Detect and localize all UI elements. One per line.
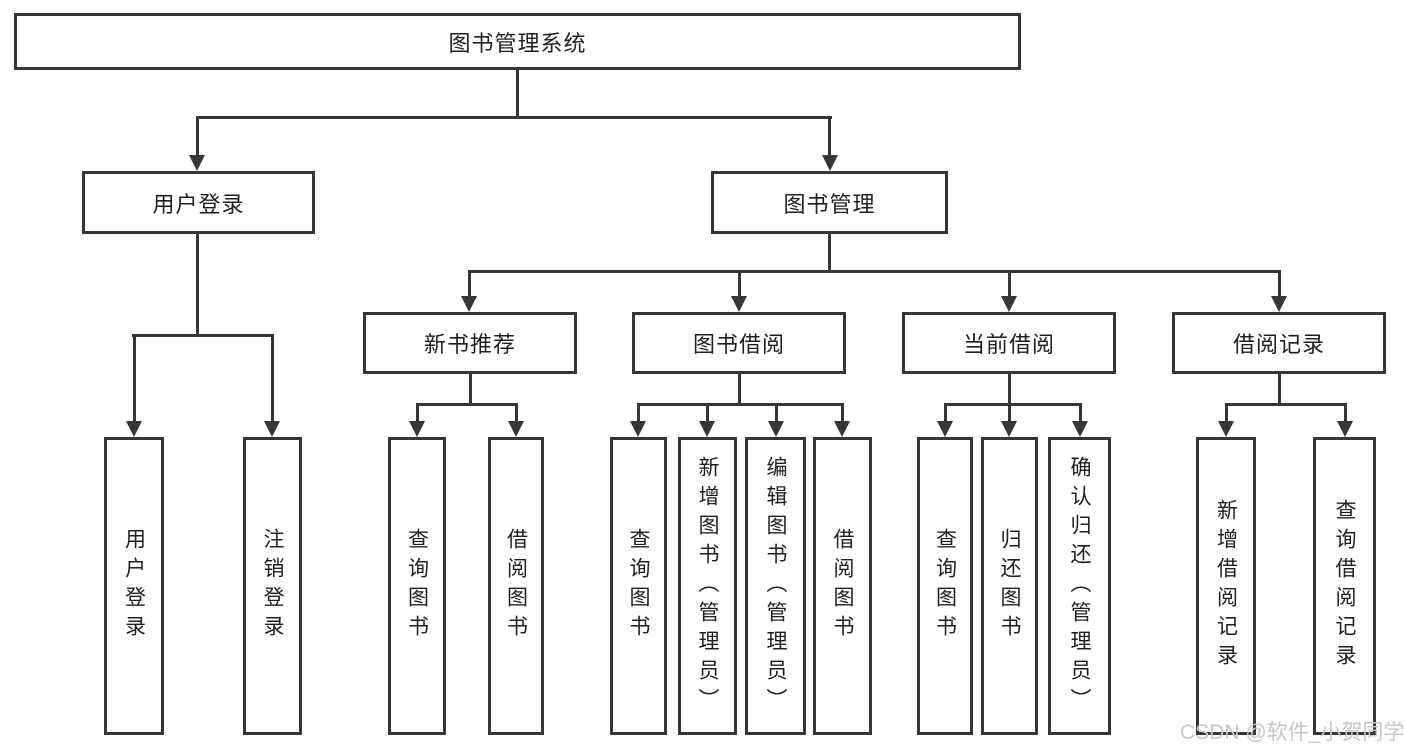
arrow-down-icon [1271,296,1287,312]
connector-line [468,270,1281,273]
connector-line [1225,403,1346,406]
arrow-down-icon [1337,421,1353,437]
arrow-down-icon [731,296,747,312]
leaf-label: 借阅图书 [504,528,528,644]
connector-line [1225,403,1228,422]
node-book-borrowing: 图书借阅 [632,312,846,374]
arrow-down-icon [1001,296,1017,312]
leaf-borrow-books: 借阅图书 [813,437,872,735]
node-user-login: 用户登录 [82,171,315,234]
leaf-add-borrow-record: 新增借阅记录 [1196,437,1256,735]
csdn-watermark: CSDN @软件_小贺同学 [1180,721,1405,744]
connector-line [637,403,640,422]
leaf-label: 查询图书 [405,528,429,644]
connector-line [196,116,832,119]
arrow-down-icon [1072,421,1088,437]
arrow-down-icon [461,296,477,312]
connector-line [196,116,199,156]
leaf-borrow-books-recommend: 借阅图书 [488,437,544,735]
leaf-query-books-recommend: 查询图书 [388,437,446,735]
connector-line [469,373,472,404]
leaf-label: 编辑图书（管理员） [764,455,787,717]
leaf-query-borrow-record: 查询借阅记录 [1313,437,1376,735]
connector-line [775,403,778,422]
leaf-label: 查询图书 [933,528,957,644]
leaf-label: 新增图书（管理员） [696,455,719,717]
leaf-user-login: 用户登录 [104,437,164,735]
leaf-label: 注销登录 [261,528,284,644]
connector-line [828,116,831,156]
leaf-edit-books-admin: 编辑图书（管理员） [745,437,806,735]
leaf-return-books: 归还图书 [981,437,1038,735]
connector-line [1344,403,1347,422]
connector-line [416,403,518,406]
connector-line [1278,270,1281,297]
connector-line [944,403,1081,406]
arrow-down-icon [630,421,646,437]
node-new-book-recommend: 新书推荐 [363,312,577,374]
arrow-down-icon [822,155,838,171]
leaf-add-books-admin: 新增图书（管理员） [678,437,737,735]
node-borrowing-records: 借阅记录 [1172,312,1386,374]
connector-line [515,403,518,422]
arrow-down-icon [768,421,784,437]
arrow-down-icon [508,421,524,437]
connector-line [637,403,844,406]
connector-line [132,334,274,337]
connector-line [841,403,844,422]
arrow-down-icon [409,421,425,437]
leaf-label: 确认归还（管理员） [1068,455,1091,717]
leaf-label: 查询借阅记录 [1333,499,1356,673]
arrow-down-icon [1218,421,1234,437]
arrow-down-icon [126,421,142,437]
node-root-library-system: 图书管理系统 [14,13,1021,70]
leaf-query-books-borrowing: 查询图书 [610,437,667,735]
connector-line [416,403,419,422]
node-current-borrowing: 当前借阅 [902,312,1116,374]
leaf-logout: 注销登录 [243,437,302,735]
leaf-label: 新增借阅记录 [1214,499,1238,673]
node-book-management: 图书管理 [711,171,948,234]
leaf-query-books-current: 查询图书 [917,437,973,735]
arrow-down-icon [699,421,715,437]
connector-line [738,270,741,297]
connector-line [271,334,274,422]
connector-line [133,334,136,422]
arrow-down-icon [189,155,205,171]
connector-line [738,373,741,404]
arrow-down-icon [937,421,953,437]
leaf-label: 借阅图书 [831,528,854,644]
arrow-down-icon [1001,421,1017,437]
leaf-confirm-return-admin: 确认归还（管理员） [1048,437,1111,735]
connector-line [706,403,709,422]
connector-line [1278,373,1281,404]
connector-line [1008,403,1011,422]
connector-line [1008,373,1011,404]
connector-line [828,233,831,271]
leaf-label: 归还图书 [998,528,1021,644]
connector-line [468,270,471,297]
arrow-down-icon [834,421,850,437]
connector-line [516,69,519,117]
arrow-down-icon [264,421,280,437]
leaf-label: 用户登录 [122,528,146,644]
connector-line [1079,403,1082,422]
connector-line [196,233,199,334]
connector-line [1008,270,1011,297]
connector-line [944,403,947,422]
leaf-label: 查询图书 [627,528,650,644]
